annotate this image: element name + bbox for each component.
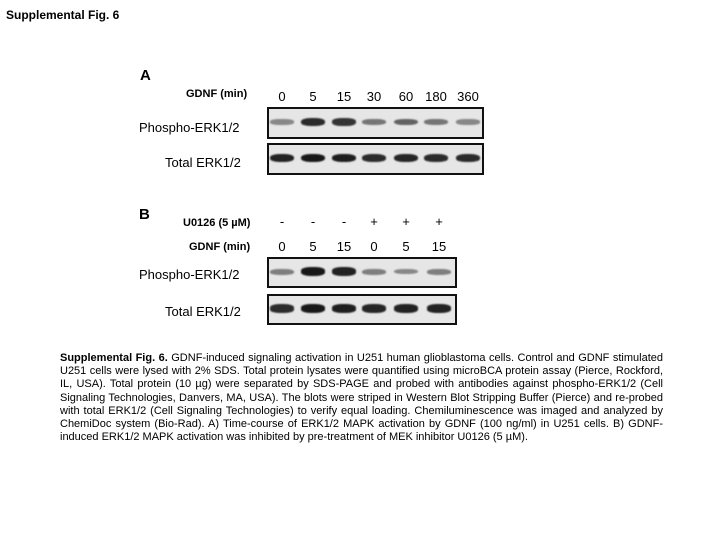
panel-b-phospho-blot [267, 257, 457, 288]
panel-a-total-band-1 [301, 153, 325, 163]
panel-a-timepoint-5: 180 [425, 89, 447, 104]
panel-b-total-band-1 [301, 304, 325, 313]
panel-a-phospho-label: Phospho-ERK1/2 [139, 120, 240, 135]
panel-a-total-label: Total ERK1/2 [165, 155, 241, 170]
panel-a-timepoint-0: 0 [278, 89, 286, 104]
panel-b-total-label: Total ERK1/2 [165, 304, 241, 319]
panel-a-total-band-5 [424, 153, 448, 163]
panel-b-timepoint-3: 0 [370, 239, 378, 254]
panel-b-total-blot [267, 294, 457, 325]
panel-b-total-band-2 [332, 304, 356, 313]
panel-b-gdnf-label: GDNF (min) [189, 241, 251, 253]
panel-a-total-band-6 [456, 153, 480, 163]
panel-b-timepoint-5: 15 [431, 239, 447, 254]
panel-b-timepoint-2: 15 [336, 239, 352, 254]
panel-a-letter: A [140, 67, 151, 84]
panel-b-phospho-band-3 [362, 268, 386, 275]
panel-b-timepoint-4: 5 [402, 239, 410, 254]
panel-b-inhibitor-1: - [310, 214, 316, 229]
panel-b-phospho-band-2 [332, 267, 356, 276]
panel-b-total-band-4 [394, 304, 418, 313]
panel-b-inhibitor-0: - [279, 214, 285, 229]
panel-a-total-band-4 [394, 153, 418, 163]
panel-b-timepoint-1: 5 [309, 239, 317, 254]
panel-b-phospho-label: Phospho-ERK1/2 [139, 267, 240, 282]
figure-header: Supplemental Fig. 6 [6, 8, 120, 22]
panel-a-phospho-band-4 [394, 118, 418, 126]
panel-b-total-band-0 [270, 304, 294, 313]
panel-a-phospho-band-6 [456, 119, 480, 125]
panel-b-inhibitor-3: + [370, 214, 378, 229]
figure-caption: Supplemental Fig. 6. GDNF-induced signal… [60, 352, 663, 444]
panel-b-inhibitor-2: - [341, 214, 347, 229]
caption-text: GDNF-induced signaling activation in U25… [60, 352, 663, 444]
panel-a-phospho-band-1 [301, 117, 325, 127]
panel-a-timepoint-2: 15 [336, 89, 352, 104]
panel-b-inhibitor-label: U0126 (5 µM) [183, 217, 251, 229]
panel-b-phospho-band-0 [270, 268, 294, 275]
caption-title: Supplemental Fig. 6. [60, 352, 168, 364]
panel-a-total-band-0 [270, 153, 294, 163]
panel-a-phospho-band-2 [332, 118, 356, 126]
panel-b-phospho-band-4 [394, 268, 418, 275]
panel-a-timepoint-1: 5 [309, 89, 317, 104]
panel-a-phospho-band-5 [424, 118, 448, 126]
panel-a-total-blot [267, 143, 484, 175]
panel-b-phospho-band-5 [427, 268, 451, 275]
panel-b-letter: B [139, 206, 150, 223]
panel-a-timepoint-6: 360 [457, 89, 479, 104]
panel-a-timepoint-4: 60 [398, 89, 414, 104]
panel-a-gdnf-label: GDNF (min) [186, 88, 248, 100]
panel-a-phospho-band-0 [270, 119, 294, 125]
panel-a-phospho-blot [267, 107, 484, 139]
panel-b-total-band-3 [362, 304, 386, 313]
panel-a-timepoint-3: 30 [366, 89, 382, 104]
panel-b-inhibitor-4: + [402, 214, 410, 229]
panel-b-inhibitor-5: + [435, 214, 443, 229]
panel-a-total-band-3 [362, 153, 386, 163]
panel-b-phospho-band-1 [301, 267, 325, 276]
panel-a-total-band-2 [332, 153, 356, 163]
panel-a-phospho-band-3 [362, 118, 386, 126]
panel-b-total-band-5 [427, 304, 451, 313]
panel-b-timepoint-0: 0 [278, 239, 286, 254]
